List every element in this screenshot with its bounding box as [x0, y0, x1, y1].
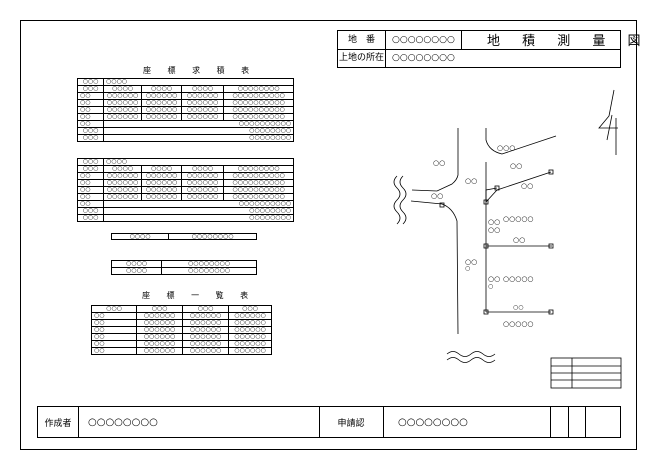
approval-label: 申請認 [337, 418, 365, 429]
survey-point-marker [548, 169, 554, 175]
footer-block: 作成者 ○○○○○○○○ 申請認 ○○○○○○○○ [37, 406, 621, 438]
road-right-edge [485, 128, 557, 155]
map-label: ○ [488, 283, 493, 290]
coord-list-table: ○○○○○○○○○○○○○○○○○○○○○○○○○○○○○○○○○○○○○○○○… [91, 305, 272, 355]
table-row: ○○○○○○○○○○○○ [111, 267, 257, 275]
map-label: ○○ [465, 258, 477, 266]
table-row: ○○○○○○○○○○○○○○○○○○○○ [91, 347, 272, 355]
map-label: ○○ [521, 182, 533, 190]
location-label: 上地の所在 [338, 50, 386, 67]
summary-row: ○○○○○○○○○○○ [77, 214, 295, 222]
lot-number-label: 地 番 [338, 31, 386, 50]
table-row: ○○○○○○○○○○○○○○○○○○○○○○○○○○○○○○ [77, 92, 295, 100]
survey-point-marker [494, 185, 500, 191]
survey-point-marker [483, 243, 489, 249]
map-label: ○○○○○ [503, 320, 534, 328]
coord-area-table-upper: ○○○○○○○○○○○○○○○○○○○○○○○○○○○○○○○○○○○○○○○○… [77, 78, 295, 142]
road-lower-left [410, 200, 459, 335]
survey-point-marker [548, 243, 554, 249]
survey-point-marker [548, 309, 554, 315]
map-label: ○○ [465, 177, 477, 185]
area-total-label: ○○○○ [112, 234, 169, 240]
location-value: ○○○○○○○○ [386, 49, 620, 66]
map-label: ○○ [488, 218, 500, 226]
table-row: ○○○○○○○○○○○○○○○○○○○○ [91, 340, 272, 348]
water-left-1 [393, 175, 401, 225]
north-arrow-icon [598, 89, 618, 155]
coord-list-table-title: 座 標 一 覧 表 [142, 291, 256, 300]
table-row: ○○○○○○○○○○○○○○○○○○○○○○○○○○○○○○ [77, 179, 295, 187]
water-bottom-2 [446, 357, 496, 363]
map-label: ○○○ [497, 144, 515, 152]
author-value: ○○○○○○○○ [88, 416, 158, 428]
parcel-line-2 [485, 171, 552, 203]
coord-area-table-lower: ○○○○○○○○○○○○○○○○○○○○○○○○○○○○○○○○○○○○○○○○… [77, 158, 295, 222]
survey-point-marker [439, 202, 445, 208]
table-cell: ○○○○○○○○ [102, 134, 295, 142]
map-label: ○○ [433, 159, 445, 167]
map-label: ○○ [513, 236, 525, 244]
table-cell: ○○○○○○○○ [161, 267, 257, 275]
parcel-header: 地 番 ○○○○○○○○ 上地の所在 ○○○○○○○○ [337, 30, 621, 68]
drawing-title: 地 積 測 量 図 [487, 34, 650, 49]
table-cell: ○○○○○○ [228, 347, 272, 355]
coord-area-table-title: 座 標 求 積 表 [143, 66, 257, 75]
table-cell: ○○○○○○○○ [102, 214, 295, 222]
map-label: ○○ [488, 275, 500, 283]
author-label: 作成者 [44, 418, 72, 429]
area-total-strip: ○○○○ ○○○○○○○○ [111, 233, 257, 240]
survey-point-marker [483, 309, 489, 315]
survey-point-marker [483, 199, 489, 205]
water-left-2 [399, 175, 407, 225]
map-label: ○○○○○ [503, 275, 534, 283]
map-label: ○○ [488, 226, 500, 234]
table-row: ○○○○○○○○○○○○○○○○○○○○○○○○○○○○○○ [77, 193, 295, 201]
map-label: ○○ [513, 304, 523, 311]
summary-row: ○○○○○○○○○○○ [77, 134, 295, 142]
road-left-edge [411, 128, 459, 192]
area-total-value: ○○○○○○○○ [191, 233, 234, 240]
approval-value: ○○○○○○○○ [398, 416, 468, 428]
area-result-table: ○○○○○○○○○○○○○○○○○○○○○○○○ [111, 260, 257, 275]
map-label: ○○ [431, 192, 443, 200]
parcel-line-5 [485, 187, 498, 202]
water-bottom-1 [446, 351, 496, 357]
map-label: ○○○○○ [503, 215, 534, 223]
map-label: ○○ [510, 162, 522, 170]
drawing-frame [20, 20, 637, 450]
map-label: ○ [465, 265, 470, 272]
